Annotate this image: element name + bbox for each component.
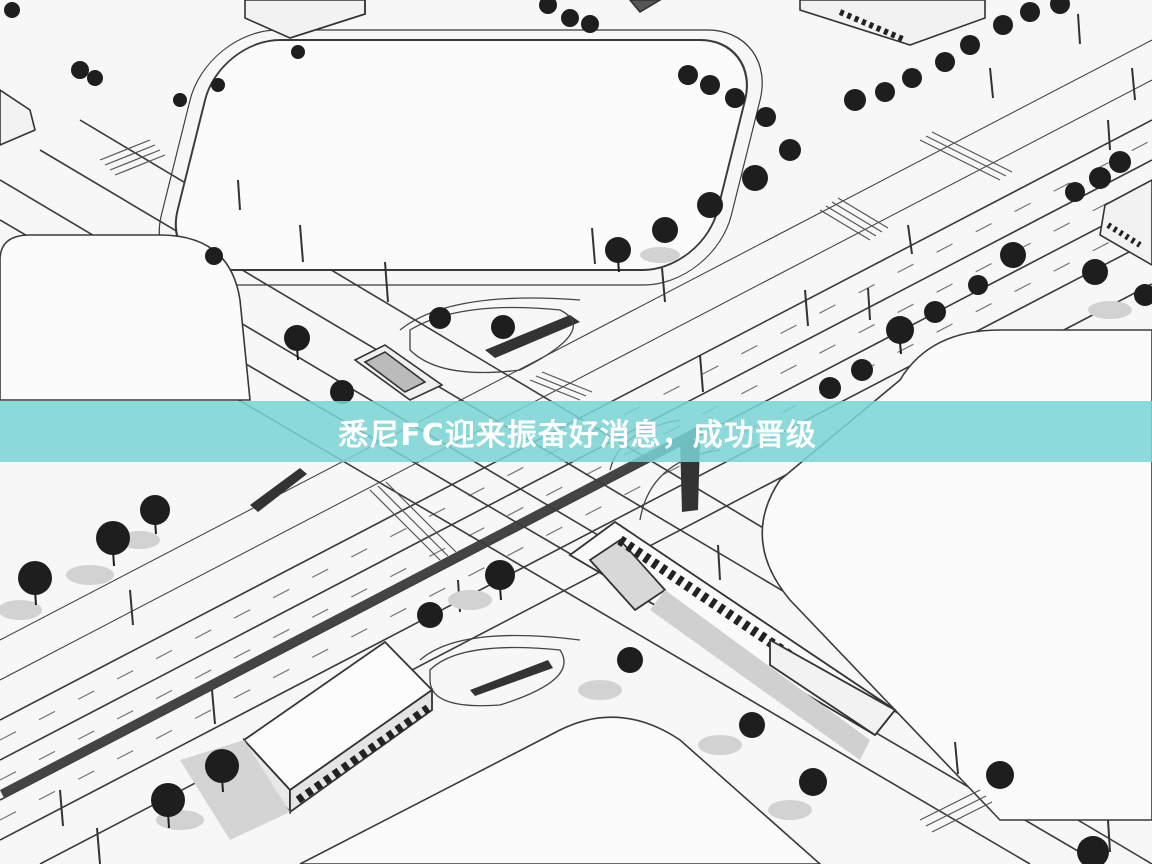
island-outlines [399,297,721,707]
crosswalks [99,131,1013,833]
bottom-block [299,716,822,864]
underpass-station [568,520,897,760]
upper-block [174,39,748,271]
building-right [1099,179,1152,266]
building-left [0,89,36,146]
building-bottom-left [180,640,434,840]
tree-shadows [0,247,1132,830]
building-top [244,0,986,46]
underpass-entrance-center [353,344,444,401]
caption-banner: 悉尼FC迎来振奋好消息，成功晋级 [0,401,1152,462]
trees [4,0,1152,864]
lane-dashes [0,139,1152,821]
tree-trunks [34,259,902,829]
banner-title: 悉尼FC迎来振奋好消息，成功晋级 [338,417,817,453]
median [0,425,704,798]
left-block [0,234,251,401]
